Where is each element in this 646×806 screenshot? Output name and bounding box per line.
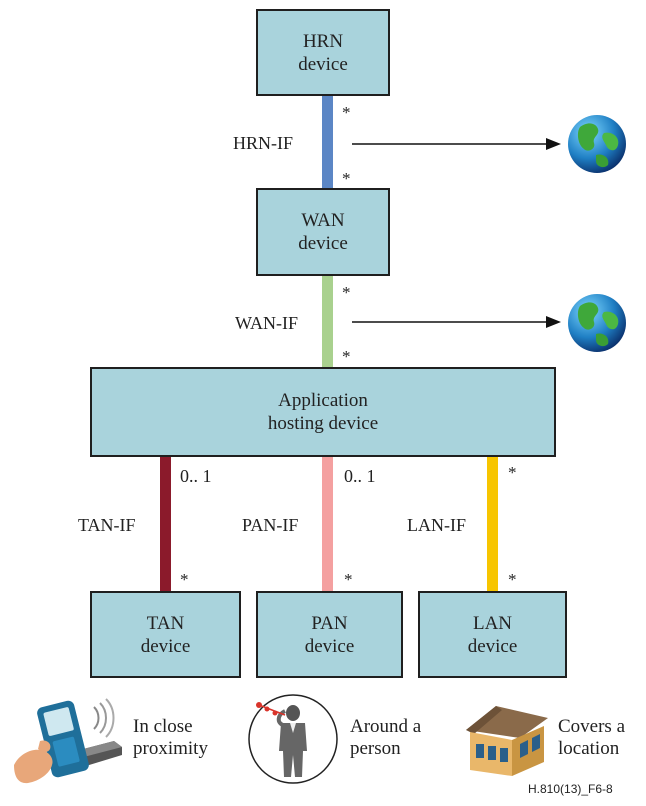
tan-if-label: TAN-IF (78, 515, 136, 535)
pan-if-top-multiplicity: 0.. 1 (344, 466, 376, 486)
globe-icon (568, 294, 626, 352)
lan-if-link (487, 457, 498, 591)
wan-arrow (352, 316, 561, 328)
wan-device-label-line1: WAN (301, 210, 345, 231)
hrn-if-bottom-multiplicity: * (342, 169, 351, 188)
lan-if-bottom-multiplicity: * (508, 570, 517, 589)
lan-device-box: LAN device (418, 591, 567, 678)
pan-caption-line2: person (350, 738, 401, 759)
application-hosting-device-label-line2: hosting device (267, 413, 379, 434)
globe-icon (568, 115, 626, 173)
wan-if-bottom-multiplicity: * (342, 347, 351, 366)
pan-caption-line1: Around a (350, 716, 422, 737)
wan-device-box: WAN device (256, 188, 390, 276)
wan-if-label: WAN-IF (235, 313, 298, 333)
hrn-if-top-multiplicity: * (342, 103, 351, 122)
lan-caption: Covers a location (558, 716, 625, 760)
application-hosting-device-box: Application hosting device (90, 367, 556, 457)
tan-if-top-multiplicity: 0.. 1 (180, 466, 212, 486)
handheld-terminal-icon (14, 698, 122, 784)
lan-caption-line2: location (558, 738, 620, 759)
tan-caption-line2: proximity (133, 738, 208, 759)
hrn-device-box: HRN device (256, 9, 390, 96)
tan-if-bottom-multiplicity: * (180, 570, 189, 589)
house-icon (466, 706, 548, 776)
tan-caption: In close proximity (133, 716, 208, 760)
lan-device-label-line2: device (467, 635, 518, 657)
hrn-device-label-line2: device (298, 53, 348, 75)
pan-if-link (322, 457, 333, 591)
hrn-if-label: HRN-IF (233, 133, 294, 153)
pan-if-bottom-multiplicity: * (344, 570, 353, 589)
pan-device-box: PAN device (256, 591, 403, 678)
tan-device-box: TAN device (90, 591, 241, 678)
lan-if-top-multiplicity: * (508, 463, 517, 482)
person-icon (248, 694, 338, 784)
lan-caption-line1: Covers a (558, 716, 626, 737)
wan-if-top-multiplicity: * (342, 283, 351, 302)
tan-device-label-line2: device (140, 635, 191, 657)
wan-if-link (322, 276, 333, 367)
figure-id: H.810(13)_F6-8 (528, 782, 613, 796)
application-hosting-device-label-line1: Application (278, 390, 368, 411)
pan-device-label-line2: device (304, 635, 355, 657)
tan-caption-line1: In close (133, 716, 193, 737)
lan-if-label: LAN-IF (407, 515, 466, 535)
hrn-arrow (352, 138, 561, 150)
tan-device-label-line1: TAN (146, 612, 185, 634)
pan-device-label-line1: PAN (311, 612, 348, 634)
wan-device-label-line2: device (298, 233, 348, 254)
pan-caption: Around a person (350, 716, 421, 760)
lan-device-label-line1: LAN (472, 612, 513, 634)
tan-if-link (160, 457, 171, 591)
pan-if-label: PAN-IF (242, 515, 299, 535)
hrn-if-link (322, 96, 333, 188)
hrn-device-label-line1: HRN (302, 30, 344, 52)
